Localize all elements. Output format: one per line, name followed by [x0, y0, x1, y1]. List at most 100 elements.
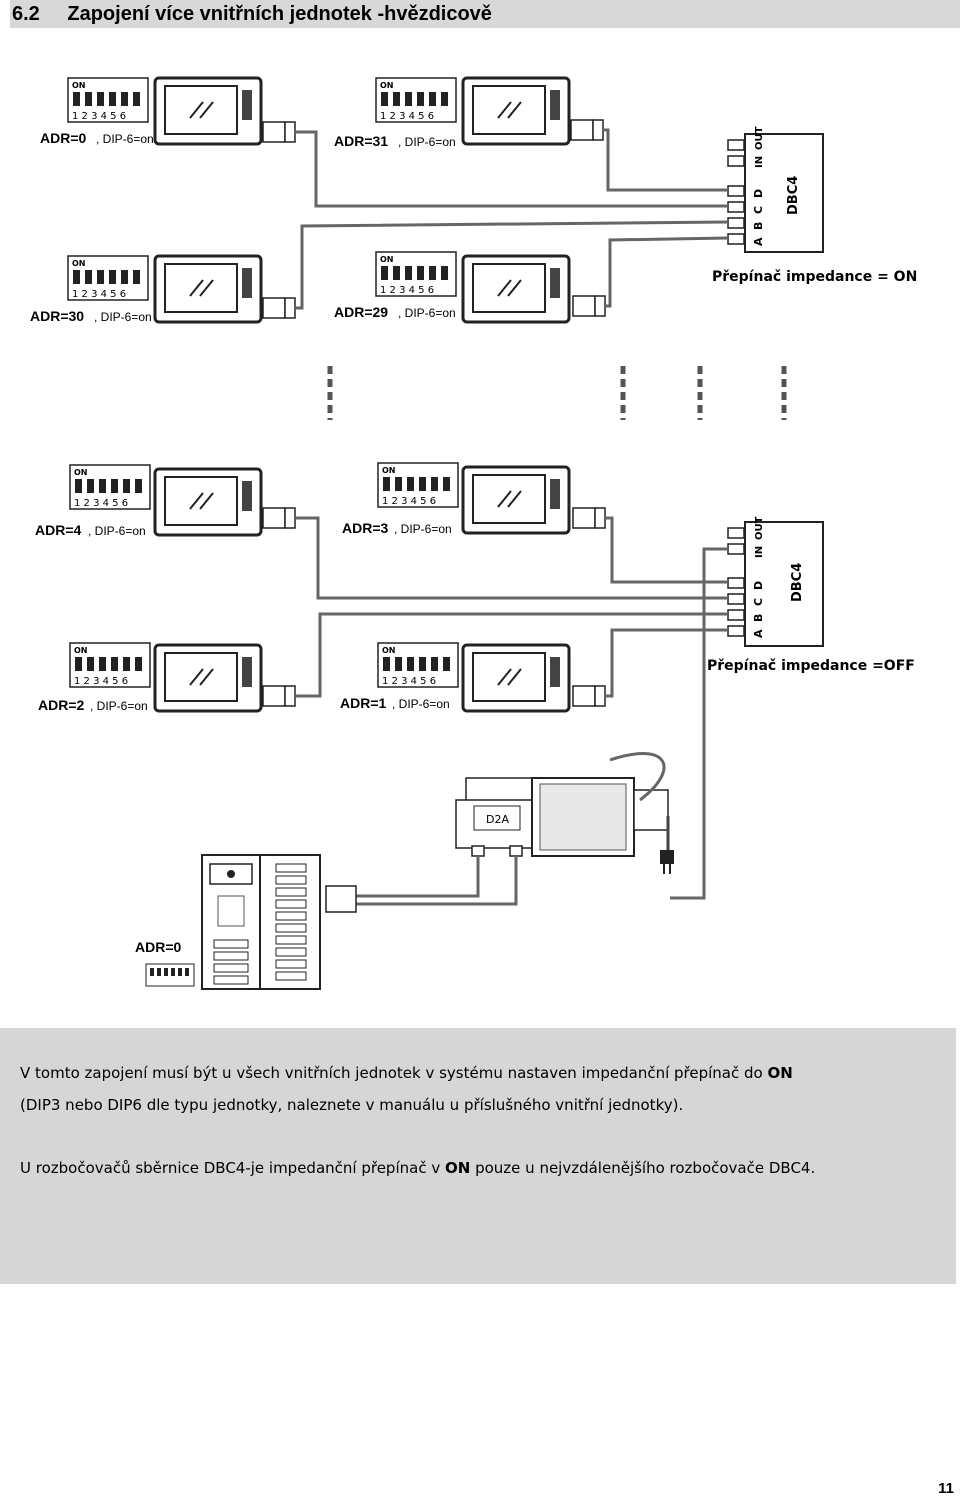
impedance-label: Přepínač impedance = ON [712, 269, 917, 285]
port-out: OUT [754, 516, 765, 540]
monitor-icon [461, 76, 571, 146]
port-d: D [752, 189, 765, 198]
dip-numbers: 1 2 3 4 5 6 [74, 676, 128, 687]
unit-dip-setting: , DIP-6=on [94, 310, 152, 324]
indoor-unit-adr29: ON 1 2 3 4 5 6 ADR=29 , DIP-6=on [334, 251, 606, 324]
note-box: V tomto zapojení musí být u všech vnitřn… [0, 1028, 956, 1284]
distributor-dbc4-2: OUT IN D C B A DBC4 Přepínač impedance =… [707, 516, 915, 674]
dip-on-label: ON [72, 81, 86, 90]
wiring-diagram: ON 1 2 3 4 5 6 ADR=0 , DIP-6=on ON 1 2 3… [30, 76, 917, 990]
dip-on-label: ON [72, 259, 86, 268]
unit-dip-setting: , DIP-6=on [398, 135, 456, 149]
monitor-icon [153, 76, 263, 146]
connector-icon [570, 119, 604, 141]
port-in: IN [754, 156, 765, 168]
unit-address: ADR=29 [334, 304, 388, 320]
unit-address: ADR=3 [342, 520, 389, 536]
note-line-1-text: V tomto zapojení musí být u všech vnitřn… [20, 1064, 763, 1082]
dip-on-label: ON [380, 81, 394, 90]
dip-switch: ON 1 2 3 4 5 6 [69, 464, 151, 510]
connector-icon [262, 685, 296, 707]
page-number: 11 [938, 1480, 954, 1497]
dip-numbers: 1 2 3 4 5 6 [380, 111, 434, 122]
note-line-1: V tomto zapojení musí být u všech vnitřn… [20, 1064, 793, 1082]
dip-numbers: 1 2 3 4 5 6 [382, 676, 436, 687]
unit-address: ADR=2 [38, 697, 85, 713]
indoor-unit-adr1: ON 1 2 3 4 5 6 ADR=1 , DIP-6=on [340, 642, 606, 713]
unit-dip-setting: , DIP-6=on [88, 524, 146, 538]
indoor-unit-adr4: ON 1 2 3 4 5 6 ADR=4 , DIP-6=on [35, 464, 296, 538]
door-station: ADR=0 [135, 854, 357, 990]
door-station-address: ADR=0 [135, 939, 182, 955]
port-b: B [752, 222, 765, 230]
connector-icon [572, 685, 606, 707]
dip-numbers: 1 2 3 4 5 6 [382, 496, 436, 507]
dip-on-label: ON [382, 466, 396, 475]
dip-on-label: ON [74, 646, 88, 655]
dip-on-label: ON [382, 646, 396, 655]
distributor-dbc4-1: OUT IN D C B A DBC4 Přepínač impedance =… [712, 126, 917, 285]
door-station-dip-switch [145, 963, 195, 987]
unit-address: ADR=1 [340, 695, 387, 711]
unit-address: ADR=31 [334, 133, 388, 149]
continuation-marks [327, 366, 787, 420]
unit-dip-setting: , DIP-6=on [398, 306, 456, 320]
monitor-icon [153, 254, 263, 324]
dip-switch: ON 1 2 3 4 5 6 [377, 462, 459, 508]
note-line-1-bold: ON [767, 1064, 793, 1082]
indoor-unit-adr30: ON 1 2 3 4 5 6 ADR=30 , DIP-6=on [30, 254, 296, 324]
note-line-3-post: pouze u nejvzdálenějšího rozbočovače DBC… [475, 1159, 816, 1177]
note-line-3: U rozbočovačů sběrnice DBC4-je impedančn… [20, 1159, 815, 1177]
dip-switch: ON 1 2 3 4 5 6 [377, 642, 459, 688]
unit-address: ADR=0 [40, 130, 87, 146]
dip-switch: ON 1 2 3 4 5 6 [375, 77, 457, 123]
bus-wires-group1 [295, 128, 729, 310]
unit-address: ADR=4 [35, 522, 82, 538]
indoor-unit-adr3: ON 1 2 3 4 5 6 ADR=3 , DIP-6=on [342, 462, 606, 536]
connector-icon [572, 507, 606, 529]
port-d: D [752, 581, 765, 590]
power-supply-d2a: D2A [455, 752, 674, 874]
note-line-3-bold: ON [445, 1159, 471, 1177]
port-a: A [752, 629, 765, 638]
dip-numbers: 1 2 3 4 5 6 [74, 498, 128, 509]
indoor-unit-adr0: ON 1 2 3 4 5 6 ADR=0 , DIP-6=on [40, 76, 296, 146]
dip-numbers: 1 2 3 4 5 6 [380, 285, 434, 296]
connector-icon [262, 121, 296, 143]
indoor-unit-adr2: ON 1 2 3 4 5 6 ADR=2 , DIP-6=on [38, 642, 296, 713]
port-c: C [752, 206, 765, 214]
port-b: B [752, 614, 765, 622]
dip-on-label: ON [380, 255, 394, 264]
monitor-icon [153, 467, 263, 537]
port-in: IN [754, 546, 765, 558]
port-c: C [752, 598, 765, 606]
note-line-3-pre: U rozbočovačů sběrnice DBC4-je impedančn… [20, 1159, 441, 1177]
dip-switch: ON 1 2 3 4 5 6 [67, 255, 149, 301]
monitor-icon [461, 254, 571, 324]
distributor-name: DBC4 [786, 176, 801, 215]
unit-dip-setting: , DIP-6=on [394, 522, 452, 536]
port-out: OUT [754, 126, 765, 150]
section-heading: 6.2 Zapojení více vnitřních jednotek -hv… [10, 0, 960, 28]
bus-wires-group2 [295, 516, 728, 900]
note-line-2: (DIP3 nebo DIP6 dle typu jednotky, nalez… [20, 1096, 684, 1114]
dip-on-label: ON [74, 468, 88, 477]
port-a: A [752, 237, 765, 246]
dip-switch: ON 1 2 3 4 5 6 [67, 77, 149, 123]
connector-icon [262, 297, 296, 319]
distributor-name: DBC4 [790, 563, 805, 602]
dip-switch: ON 1 2 3 4 5 6 [375, 251, 457, 297]
dip-numbers: 1 2 3 4 5 6 [72, 289, 126, 300]
monitor-icon [461, 465, 571, 535]
connector-icon [262, 507, 296, 529]
dip-switch: ON 1 2 3 4 5 6 [69, 642, 151, 688]
section-number: 6.2 [12, 3, 40, 25]
monitor-icon [461, 643, 571, 713]
impedance-label: Přepínač impedance =OFF [707, 658, 915, 674]
section-title: Zapojení více vnitřních jednotek -hvězdi… [67, 3, 492, 25]
unit-dip-setting: , DIP-6=on [96, 132, 154, 146]
unit-dip-setting: , DIP-6=on [90, 699, 148, 713]
unit-address: ADR=30 [30, 308, 84, 324]
door-station-wires [356, 856, 518, 906]
connector-icon [572, 295, 606, 317]
